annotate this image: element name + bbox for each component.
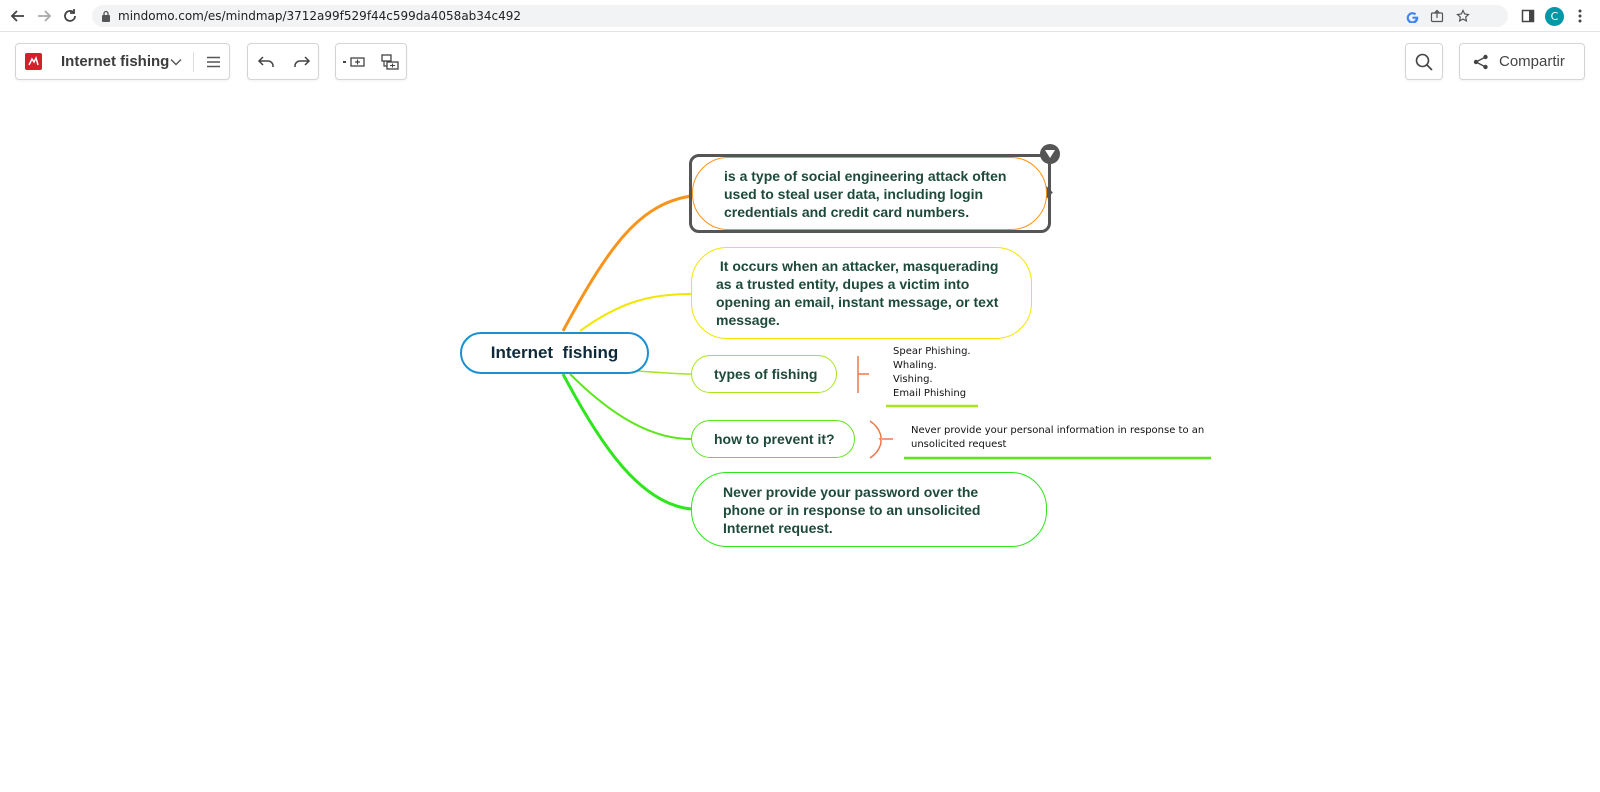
topic-types-of-fishing[interactable]: types of fishing xyxy=(691,355,837,393)
profile-avatar[interactable]: C xyxy=(1545,7,1564,26)
connector-topic-1 xyxy=(561,194,692,332)
central-topic-text: Internet fishing xyxy=(490,343,619,362)
mindmap-canvas[interactable]: Internet fishing is a type of social eng… xyxy=(0,84,1600,792)
url-text: mindomo.com/es/mindmap/3712a99f529f44c59… xyxy=(118,9,522,23)
subtopic-whaling: Whaling. xyxy=(893,360,937,371)
side-panel-icon xyxy=(1521,9,1535,23)
search-icon xyxy=(1415,53,1433,71)
bracket-types xyxy=(857,356,869,393)
arrow-left-icon xyxy=(10,10,24,22)
main-menu-button[interactable] xyxy=(196,44,230,79)
mindomo-logo-icon xyxy=(28,55,39,66)
redo-icon xyxy=(294,55,311,67)
share-label: Compartir xyxy=(1499,53,1565,70)
caret-down-icon xyxy=(1045,150,1055,158)
subtopic-personal-info[interactable]: Never provide your personal information … xyxy=(911,425,1205,450)
browser-toolbar: mindomo.com/es/mindmap/3712a99f529f44c59… xyxy=(0,0,1600,32)
chevron-down-icon xyxy=(170,58,182,65)
hamburger-menu-icon xyxy=(206,56,220,67)
topic-types-of-fishing-text: types of fishing xyxy=(714,366,818,382)
connector-topic-4 xyxy=(569,373,692,440)
connector-topic-3 xyxy=(637,370,692,375)
reload-button[interactable] xyxy=(60,6,80,26)
add-subtopic-button[interactable] xyxy=(372,44,408,79)
redo-button[interactable] xyxy=(284,44,320,79)
search-button[interactable] xyxy=(1406,44,1442,79)
forward-button[interactable] xyxy=(34,6,54,26)
topic-never-provide-password-text: Never provide your password over the pho… xyxy=(723,483,981,536)
add-subtopic-icon xyxy=(381,53,399,70)
bookmark-star-icon[interactable] xyxy=(1455,8,1471,24)
history-group xyxy=(247,43,319,80)
map-title-group: Internet fishing xyxy=(15,43,230,80)
share-button[interactable]: Compartir xyxy=(1459,43,1585,80)
connector-topic-5 xyxy=(561,373,692,511)
mindomo-logo[interactable] xyxy=(25,53,42,70)
browser-menu-button[interactable] xyxy=(1570,6,1590,26)
undo-icon xyxy=(257,55,274,67)
search-group xyxy=(1405,43,1443,80)
topic-how-it-occurs[interactable]: It occurs when an attacker, masquerading… xyxy=(691,247,1032,339)
reload-icon xyxy=(64,9,76,22)
side-panel-button[interactable] xyxy=(1518,6,1538,26)
share-page-icon[interactable] xyxy=(1429,8,1445,24)
topic-tools-group xyxy=(335,43,407,80)
topic-definition-text: is a type of social engineering attack o… xyxy=(724,167,1007,220)
lock-icon xyxy=(98,8,114,24)
subtopic-vishing: Vishing. xyxy=(893,374,933,385)
toolbar-divider xyxy=(193,52,194,72)
add-sibling-topic-button[interactable] xyxy=(336,44,372,79)
topic-never-provide-password[interactable]: Never provide your password over the pho… xyxy=(691,472,1047,547)
add-topic-icon xyxy=(343,56,365,67)
subtopic-spear-phishing: Spear Phishing. xyxy=(893,346,971,357)
back-button[interactable] xyxy=(8,6,28,26)
map-title[interactable]: Internet fishing xyxy=(61,53,170,70)
topic-how-to-prevent-text: how to prevent it? xyxy=(714,431,835,447)
kebab-menu-icon xyxy=(1578,9,1582,23)
google-icon[interactable] xyxy=(1404,8,1420,24)
arrow-right-icon xyxy=(38,10,52,22)
undo-button[interactable] xyxy=(248,44,284,79)
subtopic-email-phishing: Email Phishing xyxy=(893,388,967,399)
central-topic[interactable]: Internet fishing xyxy=(460,332,649,374)
connector-topic-2 xyxy=(579,293,692,332)
topic-how-to-prevent[interactable]: how to prevent it? xyxy=(691,420,855,458)
topic-definition[interactable]: is a type of social engineering attack o… xyxy=(692,157,1047,230)
collapse-toggle[interactable] xyxy=(1040,144,1060,164)
mindmap-connectors xyxy=(561,194,1211,511)
address-bar[interactable]: mindomo.com/es/mindmap/3712a99f529f44c59… xyxy=(92,5,1508,27)
types-subtopics[interactable]: Spear Phishing. Whaling. Vishing. Email … xyxy=(893,345,971,401)
bracket-prevent xyxy=(869,420,893,459)
topic-how-it-occurs-text: It occurs when an attacker, masquerading… xyxy=(716,258,1003,328)
share-icon xyxy=(1473,54,1488,70)
title-dropdown-button[interactable] xyxy=(168,44,184,79)
